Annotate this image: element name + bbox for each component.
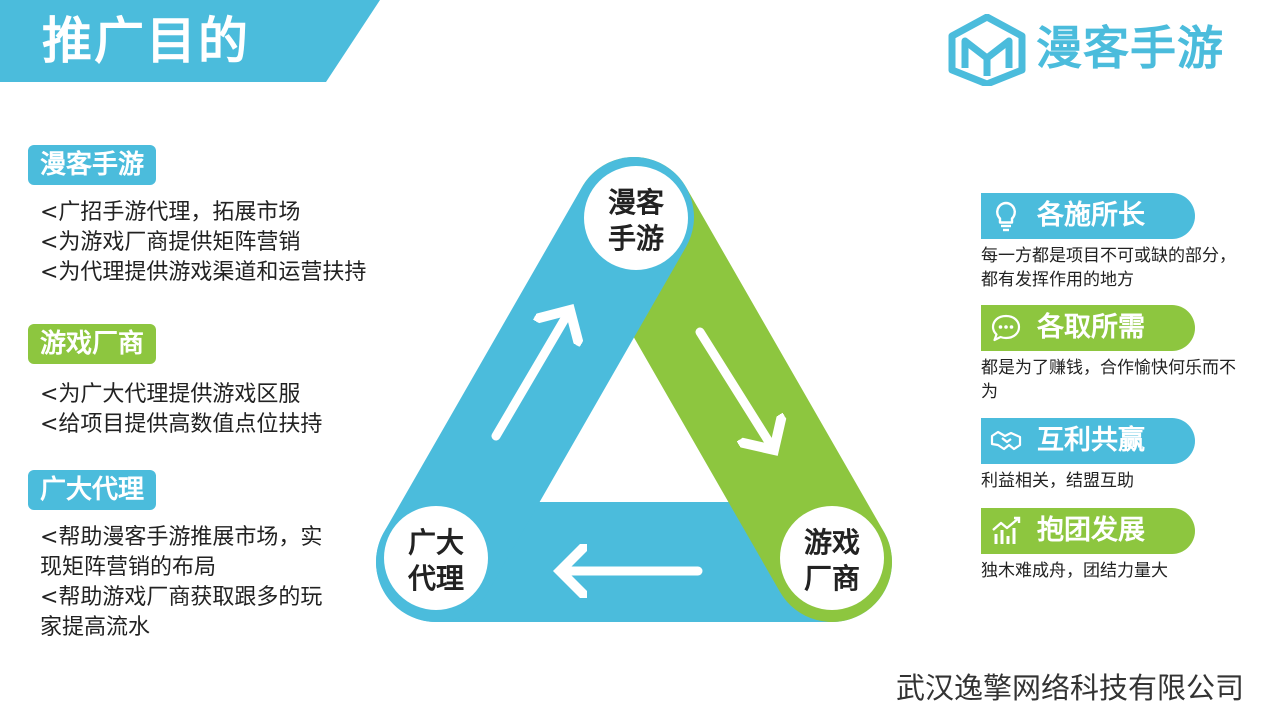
node-label: 漫客 [608, 186, 665, 219]
text-line: <为游戏厂商提供矩阵营销 [40, 230, 301, 255]
feature-gequsuoxu: 各取所需 [981, 305, 1195, 351]
node-label: 手游 [608, 222, 664, 255]
feature-label: 互利共赢 [1037, 425, 1145, 456]
node-mankeshouyou: 漫客 手游 [584, 166, 688, 270]
text-line: <给项目提供高数值点位扶持 [40, 412, 323, 437]
handshake-icon [990, 430, 1022, 451]
feature-desc: 都是为了赚钱，合作愉快何乐而不为 [981, 358, 1236, 402]
feature-label: 各取所需 [1037, 312, 1145, 343]
company-name: 武汉逸擎网络科技有限公司 [895, 671, 1244, 705]
text-line: <为广大代理提供游戏区服 [40, 382, 301, 407]
section-tag-youxichangshang: 游戏厂商 [28, 324, 157, 364]
text-line: <广招手游代理，拓展市场 [40, 200, 301, 225]
node-label: 广大 [408, 526, 464, 559]
section-text-guangdadaili: <帮助漫客手游推展市场，实 现矩阵营销的布局 <帮助游戏厂商获取跟多的玩 家提高… [40, 523, 322, 643]
cycle-diagram: 漫客 手游 游戏 厂商 广大 代理 [376, 157, 892, 622]
feature-desc: 独木难成舟，团结力量大 [981, 561, 1168, 581]
text-line: <帮助漫客手游推展市场，实 [40, 525, 323, 550]
brand-name: 漫客手游 [1036, 21, 1224, 75]
text-line: 现矩阵营销的布局 [40, 555, 217, 580]
lightbulb-icon [996, 201, 1016, 232]
node-youxichangshang: 游戏 厂商 [780, 506, 884, 610]
left-band [376, 157, 694, 622]
feature-label: 各施所长 [1037, 200, 1145, 231]
section-tag-guangdadaili: 广大代理 [28, 470, 157, 510]
feature-label: 抱团发展 [1037, 515, 1145, 546]
feature-gesisuozhang: 各施所长 [981, 193, 1195, 239]
page-title: 推广目的 [42, 12, 250, 70]
brand-logo-icon [948, 14, 1026, 86]
feature-hulignongying: 互利共赢 [981, 418, 1195, 464]
text-line: 家提高流水 [40, 615, 151, 640]
node-guangdadaili: 广大 代理 [384, 506, 488, 610]
feature-desc: 利益相关，结盟互助 [981, 471, 1134, 491]
text-line: <帮助游戏厂商获取跟多的玩 [40, 585, 323, 610]
section-tag-mankeshouyou: 漫客手游 [28, 145, 157, 185]
feature-baotuanfazhan: 抱团发展 [981, 508, 1195, 554]
arrow-down-icon [695, 327, 774, 450]
title-banner-shape [0, 0, 380, 82]
growth-chart-icon [992, 516, 1021, 544]
title-banner: 推广目的 [0, 0, 380, 82]
node-label: 游戏 [804, 526, 860, 559]
section-text-youxichangshang: <为广大代理提供游戏区服 <给项目提供高数值点位扶持 [40, 380, 322, 440]
node-label: 厂商 [804, 562, 860, 595]
text-line: <为代理提供游戏渠道和运营扶持 [40, 260, 367, 285]
chat-bubble-icon [991, 314, 1021, 342]
feature-desc: 每一方都是项目不可或缺的部分，都有发挥作用的地方 [981, 246, 1236, 290]
section-text-mankeshouyou: <广招手游代理，拓展市场 <为游戏厂商提供矩阵营销 <为代理提供游戏渠道和运营扶… [40, 198, 366, 288]
brand-logo: 漫客手游 [948, 14, 1248, 86]
node-label: 代理 [407, 562, 464, 595]
arrow-up-icon [491, 310, 570, 441]
